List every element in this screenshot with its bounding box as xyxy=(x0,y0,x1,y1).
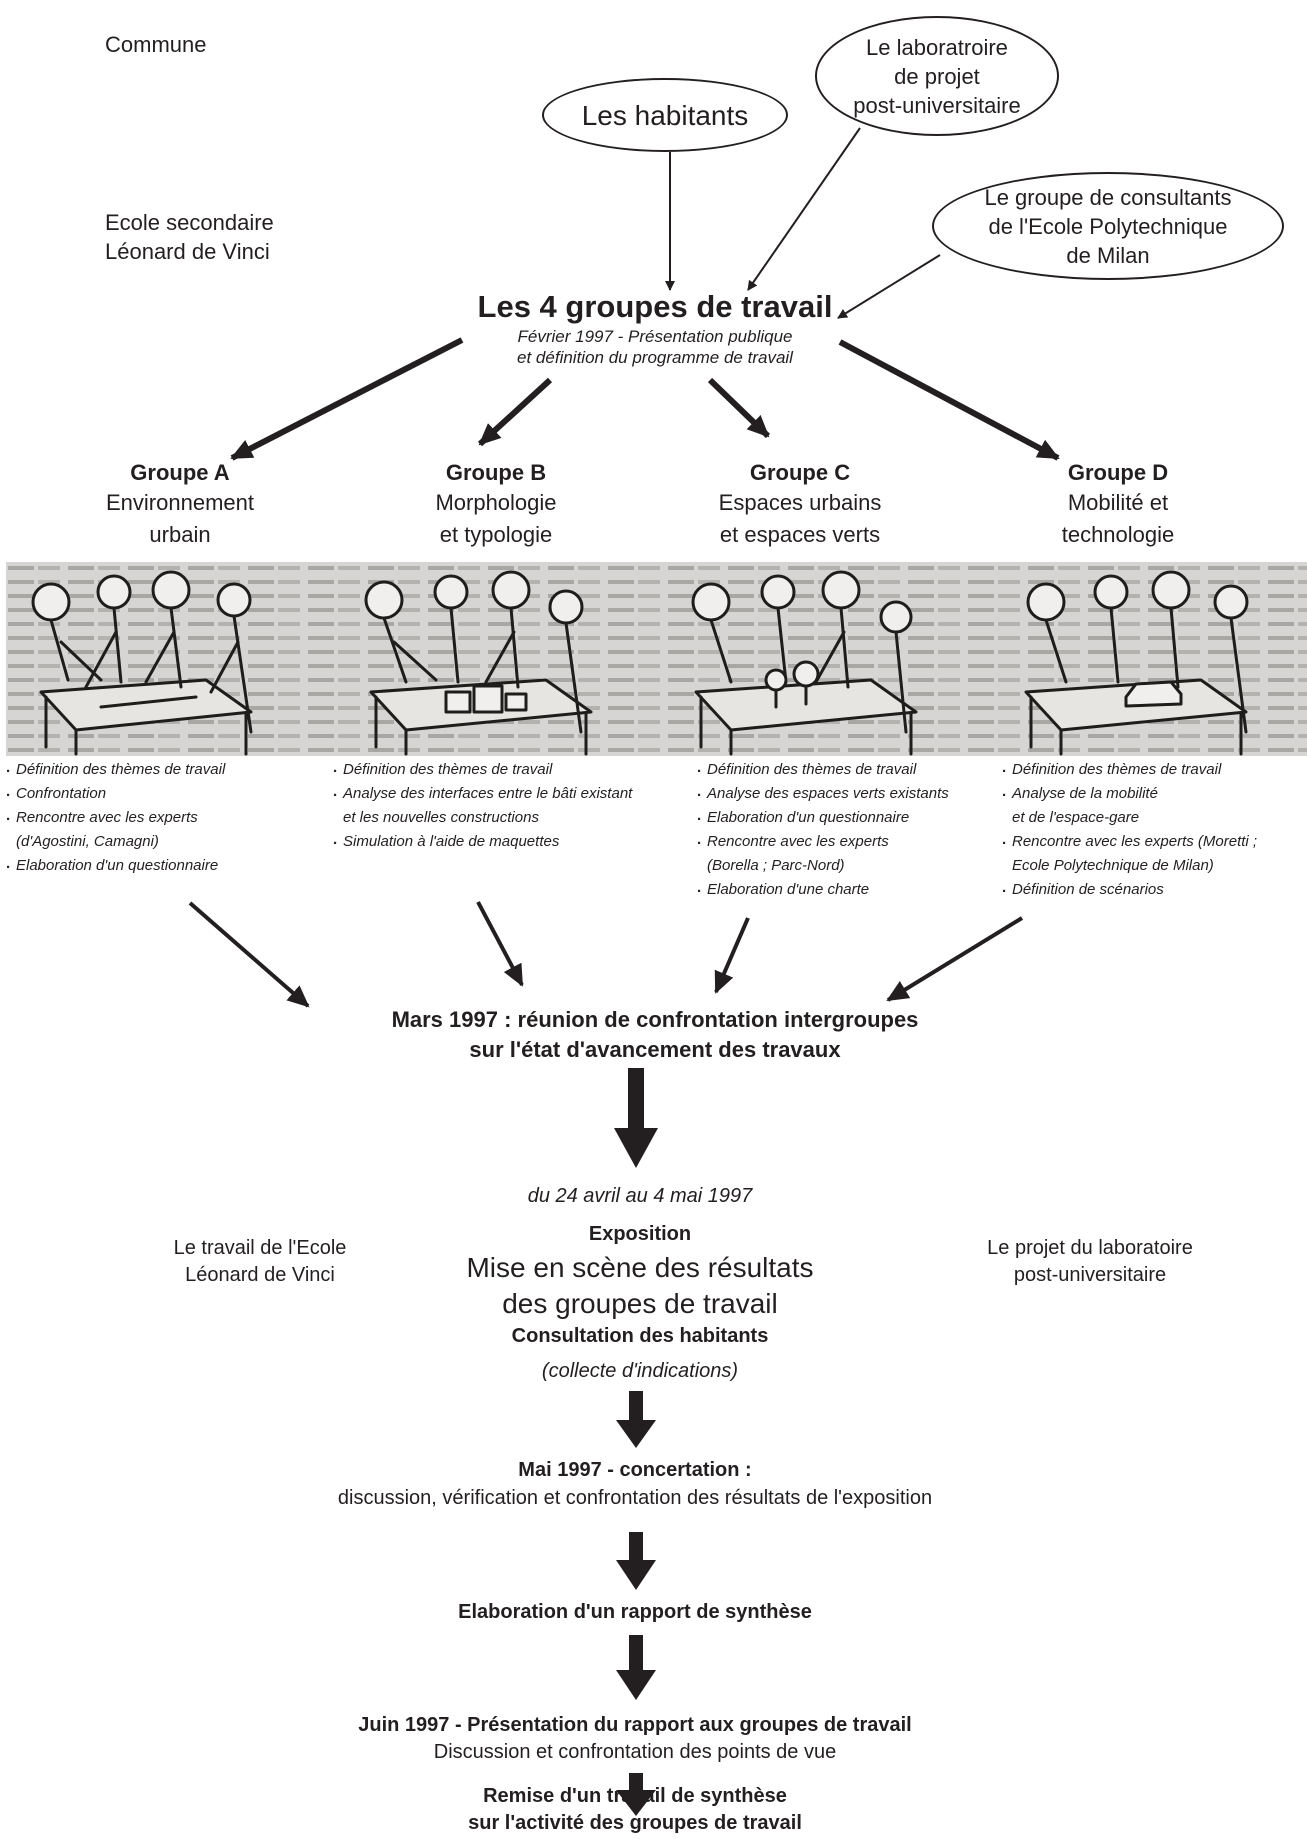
group-c-step: Elaboration d'une charte xyxy=(697,876,1007,902)
ellipse-habitants: Les habitants xyxy=(542,78,788,152)
juin-desc: Discussion et confrontation des points d… xyxy=(433,1741,837,1763)
expo-right-laboratoire: Le projet du laboratoire post-universita… xyxy=(987,1237,1193,1286)
arrow-labo-to-groupes xyxy=(747,127,861,291)
expo-left-ecole: Le travail de l'Ecole Léonard de Vinci xyxy=(173,1237,347,1286)
group-a-step: Définition des thèmes de travail xyxy=(6,756,336,782)
group-b-step: et les nouvelles constructions xyxy=(343,809,539,826)
group-d-step: et de l'espace-gare xyxy=(1012,809,1140,826)
arrow-mai-to-rapport xyxy=(616,1532,656,1590)
group-c-step: Rencontre avec les experts xyxy=(697,828,1007,854)
label-commune: Commune xyxy=(105,32,207,57)
laboratoire-label: Le laboratroire de projet post-universit… xyxy=(853,34,1021,118)
group-a-step: Elaboration d'un questionnaire xyxy=(6,852,336,878)
mai-desc: discussion, vérification et confrontatio… xyxy=(337,1487,933,1509)
arrow-to-groupe-b xyxy=(477,377,553,447)
scene-a xyxy=(31,570,253,756)
group-d-step: Rencontre avec les experts (Moretti ; xyxy=(1002,828,1307,854)
ellipse-laboratoire: Le laboratroire de projet post-universit… xyxy=(815,16,1059,136)
expo-dates: du 24 avril au 4 mai 1997 xyxy=(527,1185,753,1207)
group-a-step: (d'Agostini, Camagni) xyxy=(16,833,159,850)
group-c-step: Définition des thèmes de travail xyxy=(697,756,1007,782)
group-b-desc: Morphologie et typologie xyxy=(435,490,557,547)
group-c-header: Groupe C Espaces urbains et espaces vert… xyxy=(670,458,930,551)
label-ecole-secondaire: Ecole secondaire Léonard de Vinci xyxy=(105,210,274,264)
arrow-consultants-to-groupes xyxy=(837,254,941,319)
group-d-steps: Définition des thèmes de travail Analyse… xyxy=(1002,756,1307,902)
group-c-step: Analyse des espaces verts existants xyxy=(697,780,1007,806)
arrow-rapport-to-juin xyxy=(616,1635,656,1700)
expo-consultation: Consultation des habitants xyxy=(511,1325,769,1347)
cartoon-illustration xyxy=(6,562,1307,756)
group-a-steps: Définition des thèmes de travail Confron… xyxy=(6,756,336,878)
arrow-to-groupe-c xyxy=(707,377,771,439)
arrow-expo-to-mai xyxy=(616,1391,656,1448)
group-c-step: Elaboration d'un questionnaire xyxy=(697,804,1007,830)
consultants-label: Le groupe de consultants de l'Ecole Poly… xyxy=(984,184,1232,268)
expo-title: Exposition xyxy=(588,1223,692,1245)
group-b-steps: Définition des thèmes de travail Analyse… xyxy=(333,756,693,854)
group-d-header: Groupe D Mobilité et technologie xyxy=(988,458,1248,551)
mai-title: Mai 1997 - concertation : xyxy=(518,1459,752,1481)
ellipse-consultants: Le groupe de consultants de l'Ecole Poly… xyxy=(932,172,1284,280)
expo-collecte: (collecte d'indications) xyxy=(541,1360,739,1382)
scene-b xyxy=(364,570,593,756)
group-d-title: Groupe D xyxy=(1067,460,1169,485)
group-a-desc: Environnement urbain xyxy=(106,490,254,547)
group-b-header: Groupe B Morphologie et typologie xyxy=(366,458,626,551)
arrow-to-groupe-a xyxy=(230,337,464,461)
expo-mise-en-scene: Mise en scène des résultats des groupes … xyxy=(466,1252,814,1319)
group-c-step: (Borella ; Parc-Nord) xyxy=(707,857,845,874)
arrow-mars-to-expo xyxy=(614,1068,658,1168)
scene-c xyxy=(691,570,918,756)
center-subtitle: Février 1997 - Présentation publique et … xyxy=(517,327,793,367)
rapport-synthese: Elaboration d'un rapport de synthèse xyxy=(458,1601,812,1623)
group-c-title: Groupe C xyxy=(749,460,851,485)
group-c-steps: Définition des thèmes de travail Analyse… xyxy=(697,756,1007,902)
group-b-step: Analyse des interfaces entre le bâti exi… xyxy=(333,780,693,806)
group-d-desc: Mobilité et technologie xyxy=(1061,490,1175,547)
group-d-step: Analyse de la mobilité xyxy=(1002,780,1307,806)
arrow-b-to-mars xyxy=(476,901,524,987)
group-b-step: Définition des thèmes de travail xyxy=(333,756,693,782)
group-a-title: Groupe A xyxy=(130,460,230,485)
group-b-step: Simulation à l'aide de maquettes xyxy=(333,828,693,854)
group-c-desc: Espaces urbains et espaces verts xyxy=(718,490,882,547)
juin-title: Juin 1997 - Présentation du rapport aux … xyxy=(358,1714,912,1736)
arrow-a-to-mars xyxy=(188,901,310,1008)
arrow-to-groupe-d xyxy=(838,339,1060,461)
group-a-header: Groupe A Environnement urbain xyxy=(50,458,310,551)
remise-synthese: Remise d'un travail de synthèse sur l'ac… xyxy=(468,1785,802,1834)
group-d-step: Ecole Polytechnique de Milan) xyxy=(1012,857,1214,874)
habitants-label: Les habitants xyxy=(581,99,749,131)
center-title: Les 4 groupes de travail xyxy=(477,289,833,324)
group-a-step: Confrontation xyxy=(6,780,336,806)
arrow-juin-to-remise xyxy=(616,1773,656,1816)
group-b-title: Groupe B xyxy=(445,460,547,485)
arrow-d-to-mars xyxy=(886,916,1024,1002)
group-d-step: Définition des thèmes de travail xyxy=(1002,756,1307,782)
mars-meeting: Mars 1997 : réunion de confrontation int… xyxy=(391,1007,919,1062)
group-a-step: Rencontre avec les experts xyxy=(6,804,336,830)
arrow-c-to-mars xyxy=(714,917,750,994)
group-d-step: Définition de scénarios xyxy=(1002,876,1307,902)
scene-d xyxy=(1024,570,1249,756)
